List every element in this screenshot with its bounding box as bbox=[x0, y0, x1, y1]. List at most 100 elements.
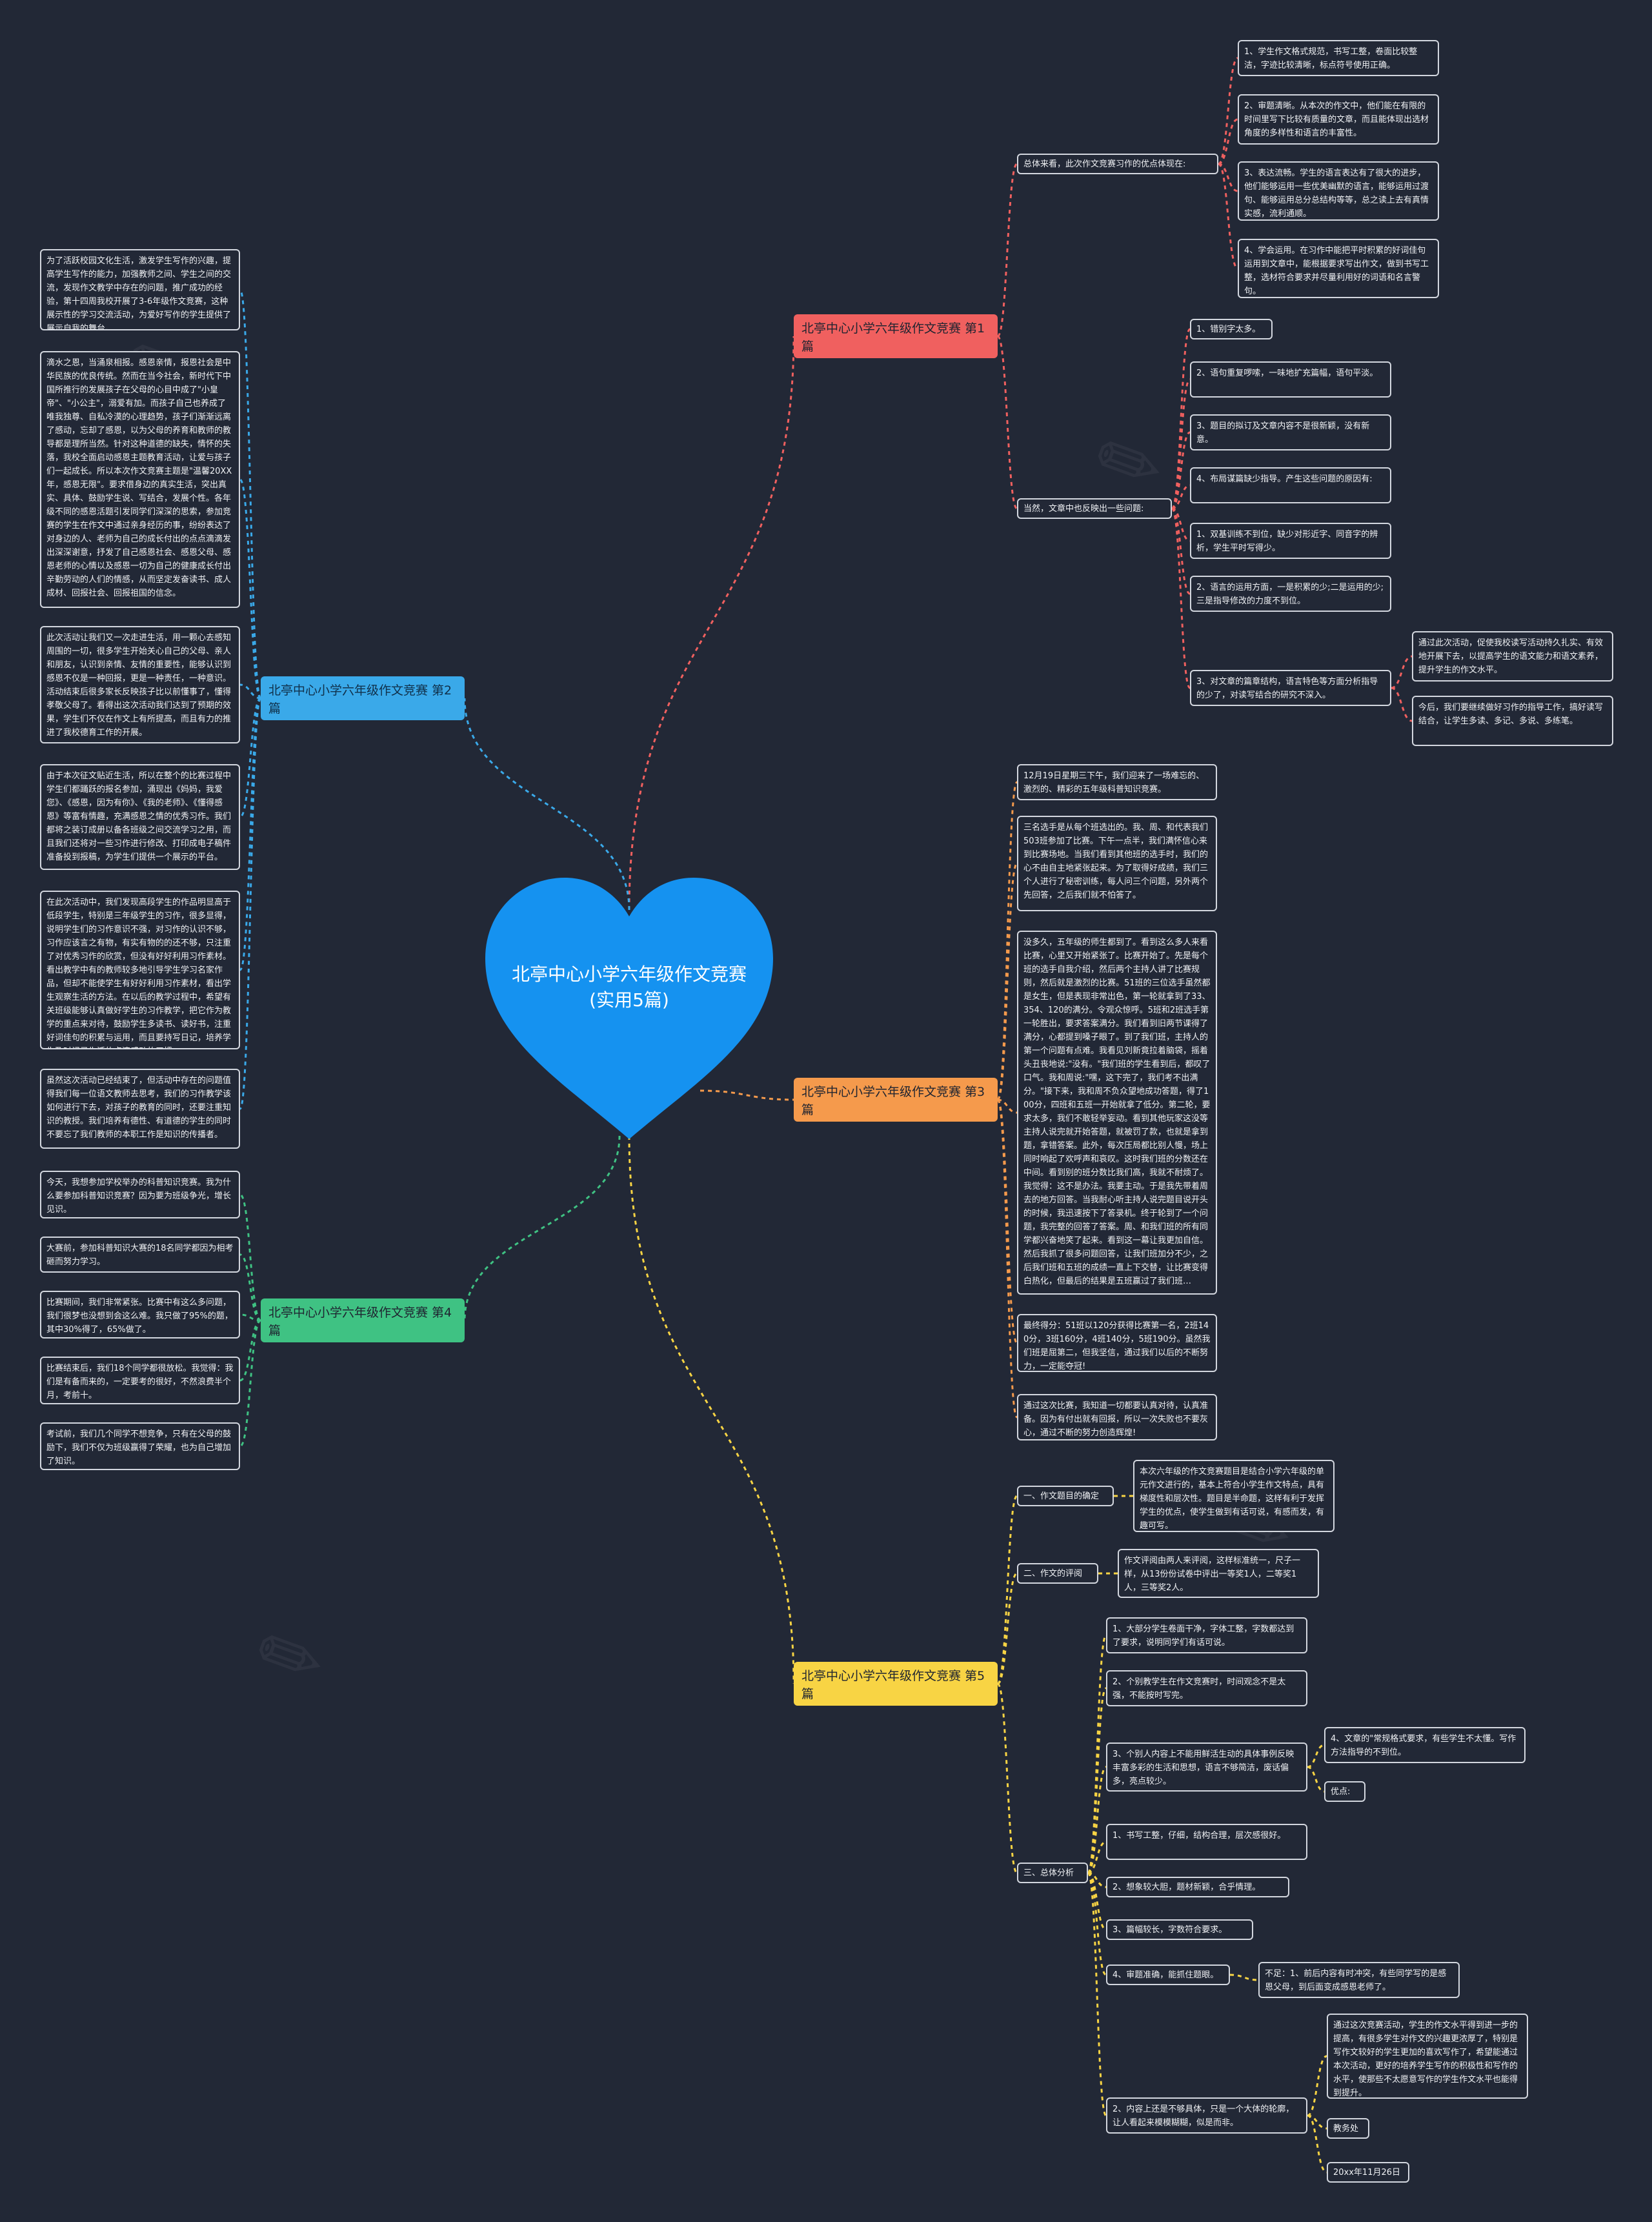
b5-side-item[interactable]: 20xx年11月26日 bbox=[1327, 2162, 1409, 2183]
connector-line bbox=[1087, 1634, 1107, 1874]
connector-line bbox=[239, 1193, 262, 1322]
connector-line bbox=[1217, 163, 1239, 270]
b5-side-item[interactable]: 通过这次竞赛活动，学生的作文水平得到进一步的提高，有很多学生对作文的兴趣更浓厚了… bbox=[1327, 2014, 1528, 2099]
b5-analysis-item[interactable]: 2、想象较大胆，题材新颖，合乎情理。 bbox=[1106, 1877, 1289, 1897]
b5-analysis-item[interactable]: 1、大部分学生卷面干净，字体工整，字数都达到了要求，说明同学们有话可说。 bbox=[1106, 1617, 1307, 1653]
connector-line bbox=[1087, 1687, 1107, 1874]
connector-line bbox=[1171, 431, 1191, 510]
connector-line bbox=[1391, 687, 1413, 722]
b4-paragraph[interactable]: 大赛前，参加科普知识大赛的18名同学都因为相考砸而努力学习。 bbox=[40, 1237, 240, 1273]
b1-problem-item[interactable]: 4、布局谋篇缺少指导。产生这些问题的原因有: bbox=[1190, 467, 1391, 503]
b5-analysis-item[interactable]: 4、审题准确，能抓住题眼。 bbox=[1106, 1964, 1230, 1985]
b4-paragraph[interactable]: 比赛期间，我们非常紧张。比赛中有这么多问题，我们很梦也没想到会这么难。我只做了9… bbox=[40, 1291, 240, 1338]
connector-line bbox=[996, 781, 1018, 1101]
connector-line bbox=[239, 1319, 262, 1448]
b5-side-item[interactable]: 优点: bbox=[1324, 1781, 1365, 1802]
center-heart-icon bbox=[485, 878, 773, 1139]
connector-line bbox=[1307, 1744, 1325, 1768]
b3-paragraph[interactable]: 三名选手是从每个班选出的。我、周、和代表我们503班参加了比赛。下午一点半，我们… bbox=[1017, 816, 1217, 911]
connector-line bbox=[1218, 118, 1238, 165]
b3-paragraph[interactable]: 12月19日星期三下午，我们迎来了一场难忘的、激烈的、精彩的五年级科普知识竞赛。 bbox=[1017, 764, 1217, 800]
connector-line bbox=[1171, 507, 1191, 542]
b5-topic-text[interactable]: 本次六年级的作文竞赛题目是结合小学六年级的单元作文进行的，基本上符合小学生作文特… bbox=[1133, 1460, 1335, 1532]
b1-strength-item[interactable]: 2、审题清晰。从本次的作文中，他们能在有限的时间里写下比较有质量的文章，而且能体… bbox=[1238, 94, 1439, 145]
b5-sub-review[interactable]: 二、作文的评阅 bbox=[1017, 1563, 1098, 1584]
connector-line bbox=[1087, 1766, 1107, 1874]
connector-line bbox=[996, 1098, 1018, 1344]
connector-line bbox=[1087, 1872, 1107, 2117]
connector-line bbox=[1087, 1841, 1107, 1874]
b4-paragraph[interactable]: 今天，我想参加学校举办的科普知识竞赛。我为什么要参加科普知识竞赛？因为要为班级争… bbox=[40, 1171, 240, 1218]
connector-line bbox=[239, 697, 262, 1110]
connector-line bbox=[700, 1089, 794, 1101]
branch-4[interactable]: 北亭中心小学六年级作文竞赛 第4篇 bbox=[261, 1298, 465, 1342]
b5-analysis-item[interactable]: 2、内容上还是不够具体，只是一个大体的轮廓，让人看起来模模糊糊，似是而非。 bbox=[1106, 2097, 1307, 2134]
connector-line bbox=[1307, 1766, 1325, 1793]
connector-line bbox=[1218, 163, 1238, 192]
b2-paragraph[interactable]: 为了活跃校园文化生活，激发学生写作的兴趣，提高学生写作的能力，加强教师之间、学生… bbox=[40, 249, 240, 330]
connector-line bbox=[239, 1313, 261, 1322]
b2-paragraph[interactable]: 滴水之恩，当涌泉相报。感恩亲情，报恩社会是中华民族的优良传统。然而在当今社会，新… bbox=[40, 351, 240, 608]
b5-analysis-item[interactable]: 2、个别教学生在作文竞赛时，时间观念不是太强，不能按时写完。 bbox=[1106, 1670, 1307, 1706]
b4-paragraph[interactable]: 考试前，我们几个同学不想竞争，只有在父母的鼓励下，我们不仅为班级赢得了荣耀，也为… bbox=[40, 1422, 240, 1470]
connector-line bbox=[1307, 2114, 1327, 2174]
connector-line bbox=[1171, 507, 1191, 689]
b3-paragraph[interactable]: 最终得分：51班以120分获得比赛第一名，2班140分，3班160分，4班140… bbox=[1017, 1314, 1217, 1372]
b5-analysis-item[interactable]: 3、篇幅较长，字数符合要求。 bbox=[1106, 1919, 1253, 1940]
connector-line bbox=[628, 1135, 795, 1684]
connector-line bbox=[1171, 328, 1191, 510]
b5-analysis-item[interactable]: 1、书写工整，仔细，结构合理，层次感很好。 bbox=[1106, 1824, 1307, 1860]
branch-1[interactable]: 北亭中心小学六年级作文竞赛 第1篇 bbox=[794, 314, 998, 358]
connector-line bbox=[996, 1495, 1018, 1685]
b1-conclusion-item[interactable]: 今后，我们要继续做好习作的指导工作，搞好读写结合，让学生多读、多记、多说、多练笔… bbox=[1412, 696, 1613, 746]
connector-line bbox=[239, 683, 261, 700]
b5-side-item[interactable]: 不足：1、前后内容有时冲突，有些同学写的是感恩父母，到后面变成感恩老师了。 bbox=[1258, 1962, 1460, 1998]
b1-strength-item[interactable]: 1、学生作文格式规范，书写工整，卷面比较整洁，字迹比较清晰，标点符号使用正确。 bbox=[1238, 40, 1439, 76]
b1-problem-item[interactable]: 1、错别字太多。 bbox=[1190, 319, 1273, 339]
connector-line bbox=[628, 336, 795, 911]
b5-side-item[interactable]: 教务处 bbox=[1327, 2118, 1369, 2139]
b5-analysis-item[interactable]: 3、个别人内容上不能用鲜活生动的具体事例反映丰富多彩的生活和思想，语言不够简洁，… bbox=[1106, 1742, 1307, 1792]
b1-sub-problems[interactable]: 当然，文章中也反映出一些问题: bbox=[1017, 498, 1172, 519]
connector-line bbox=[1229, 1974, 1259, 1981]
b5-review-text[interactable]: 作文评阅由两人来评阅，这样标准统一，尺子一样，从13份份试卷中评出一等奖1人，二… bbox=[1118, 1549, 1319, 1598]
b2-paragraph[interactable]: 虽然这次活动已经结束了，但活动中存在的问题值得我们每一位语文教师去思考，我们的习… bbox=[40, 1069, 240, 1149]
connector-line bbox=[1171, 378, 1191, 510]
connector-line bbox=[996, 1098, 1018, 1419]
b2-paragraph[interactable]: 此次活动让我们又一次走进生活，用一颗心去感知周围的一切，很多学生开始关心自己的父… bbox=[40, 626, 240, 743]
connector-line bbox=[996, 1682, 1018, 1874]
connector-line bbox=[1307, 2055, 1327, 2117]
b2-paragraph[interactable]: 由于本次征文贴近生活，所以在整个的比赛过程中学生们都踊跃的报名参加，涌现出《妈妈… bbox=[40, 764, 240, 870]
b1-problem-item[interactable]: 1、双基训练不到位，缺少对形近字、同音字的辨析，学生平时写得少。 bbox=[1190, 523, 1391, 559]
b5-side-item[interactable]: 4、文章的"常规格式要求，有些学生不太懂。写作方法指导的不到位。 bbox=[1324, 1727, 1526, 1763]
b5-sub-topic[interactable]: 一、作文题目的确定 bbox=[1017, 1486, 1114, 1506]
b5-sub-analysis[interactable]: 三、总体分析 bbox=[1017, 1863, 1088, 1883]
b1-conclusion-item[interactable]: 通过此次活动，促使我校读写活动持久扎实、有效地开展下去，以提高学生的语文能力和语… bbox=[1412, 631, 1613, 682]
connector-line bbox=[463, 698, 630, 911]
b1-problem-item[interactable]: 3、对文章的篇章结构，语言特色等方面分析指导的少了，对读写结合的研究不深入。 bbox=[1190, 670, 1391, 706]
b1-strength-item[interactable]: 3、表达流畅。学生的语言表达有了很大的进步，他们能够运用一些优美幽默的语言，能够… bbox=[1238, 161, 1439, 221]
connector-line bbox=[1391, 655, 1413, 689]
connector-line bbox=[996, 862, 1018, 1101]
b3-paragraph[interactable]: 通过这次比赛，我知道一切都要认真对待，认真准备。因为有付出就有回报，所以一次失败… bbox=[1017, 1394, 1217, 1440]
b1-problem-item[interactable]: 3、题目的拟订及文章内容不是很新颖，没有新意。 bbox=[1190, 414, 1391, 450]
b3-paragraph[interactable]: 没多久，五年级的师生都到了。看到这么多人来看比赛，心里又开始紧张了。比赛开始了。… bbox=[1017, 931, 1217, 1295]
connector-line bbox=[1217, 57, 1239, 165]
branch-5[interactable]: 北亭中心小学六年级作文竞赛 第5篇 bbox=[794, 1662, 998, 1706]
b1-problem-item[interactable]: 2、语言的运用方面，一是积累的少;二是运用的少;三是指导修改的力度不到位。 bbox=[1190, 576, 1391, 612]
b1-strength-item[interactable]: 4、学会运用。在习作中能把平时积累的好词佳句运用到文章中，能根据要求写出作文，做… bbox=[1238, 239, 1439, 298]
connector-line bbox=[463, 1135, 621, 1321]
connector-line bbox=[1171, 484, 1191, 510]
center-title[interactable]: 北亭中心小学六年级作文竞赛(实用5篇) bbox=[511, 964, 747, 1011]
b1-sub-strengths[interactable]: 总体来看，此次作文竞赛习作的优点体现在: bbox=[1017, 154, 1218, 174]
connector-line bbox=[997, 1098, 1018, 1114]
b2-paragraph[interactable]: 在此次活动中，我们发现高段学生的作品明显高于低段学生，特别是三年级学生的习作，很… bbox=[40, 891, 240, 1049]
connector-line bbox=[239, 1319, 261, 1382]
branch-2[interactable]: 北亭中心小学六年级作文竞赛 第2篇 bbox=[261, 676, 465, 720]
b1-problem-item[interactable]: 2、语句重复啰嗦，一味地扩充篇幅，语句平淡。 bbox=[1190, 361, 1391, 398]
branch-3[interactable]: 北亭中心小学六年级作文竞赛 第3篇 bbox=[794, 1078, 998, 1122]
connector-line bbox=[239, 697, 262, 971]
b4-paragraph[interactable]: 比赛结束后，我们18个同学都很放松。我觉得：我们是有备而来的，一定要考的很好，不… bbox=[40, 1357, 240, 1404]
connector-line bbox=[996, 1572, 1018, 1685]
